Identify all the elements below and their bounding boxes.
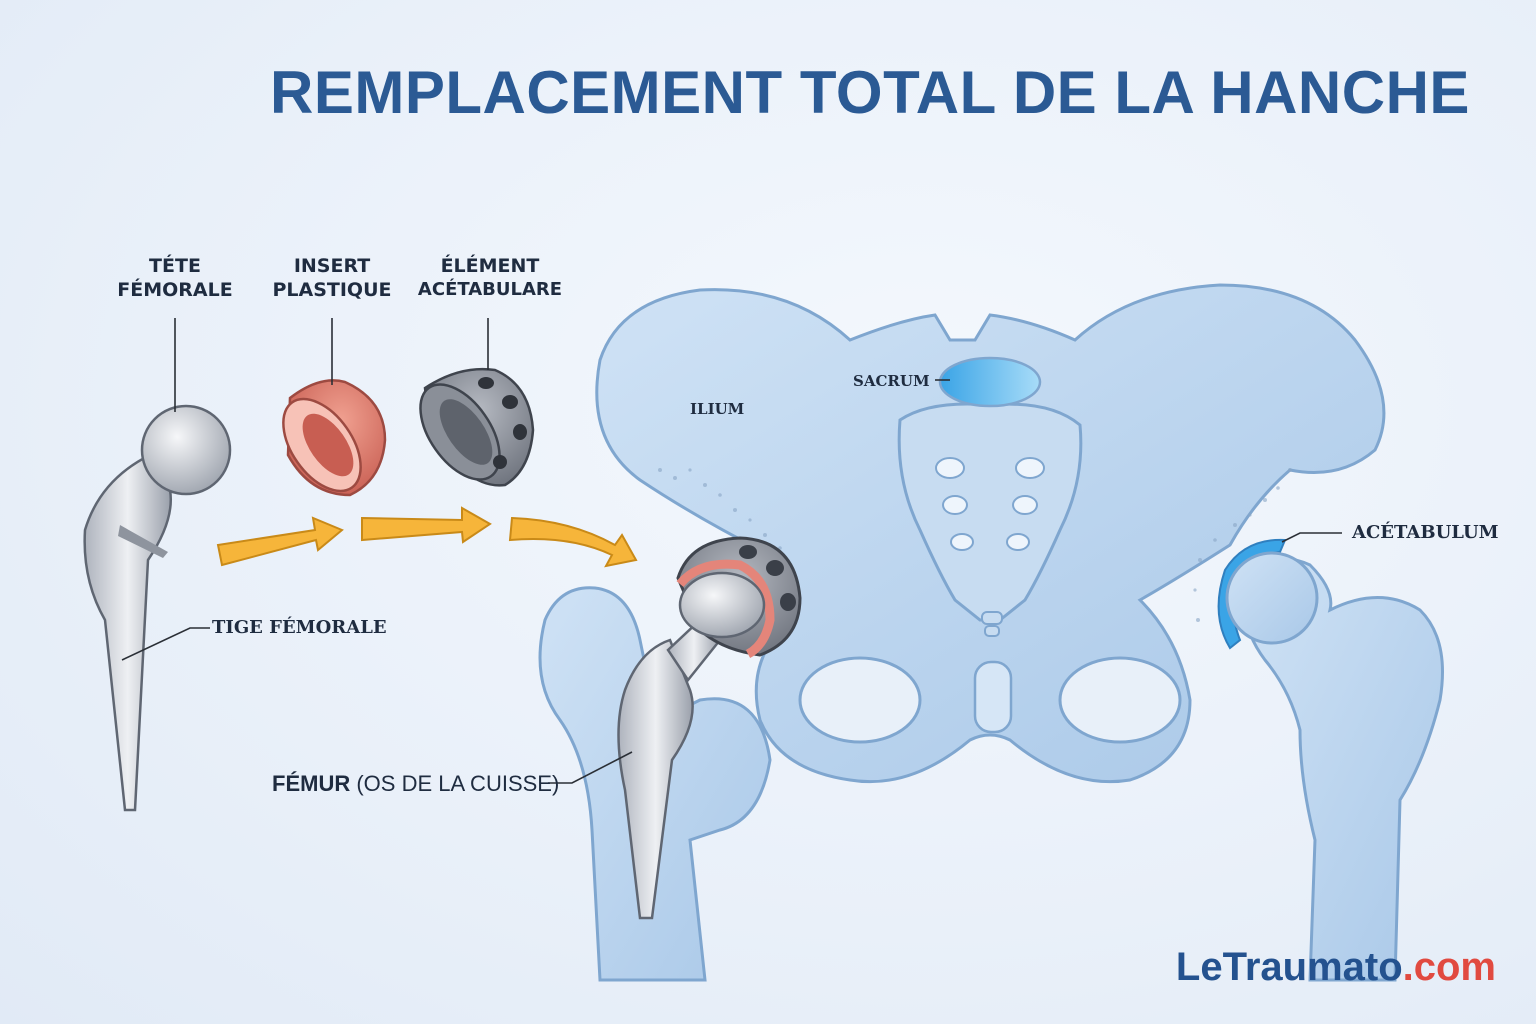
label-ilium: ILIUM	[690, 400, 744, 419]
label-element-acetabulaire: ÉLÉMENT ACÉTABULARE	[400, 254, 580, 301]
label-insert-plastique: INSERT PLASTIQUE	[262, 254, 402, 303]
label-sacrum: SACRUM	[853, 372, 930, 391]
label-tete-femorale: TÉTE FÉMORALE	[105, 254, 245, 303]
label-femur: FÉMUR (OS DE LA CUISSE)	[272, 770, 559, 798]
right-femoral-head	[1227, 553, 1317, 643]
assembly-arrows	[218, 508, 636, 566]
femoral-stem-component	[85, 455, 171, 810]
implanted-ball	[680, 573, 764, 637]
site-logo[interactable]: LeTraumato.com	[1176, 945, 1496, 990]
left-obturator-foramen	[800, 658, 920, 742]
coccyx	[982, 612, 1002, 636]
sacrum-top-cartilage	[940, 358, 1040, 406]
label-tige-femorale: TIGE FÉMORALE	[212, 616, 387, 639]
femoral-head-component	[142, 406, 230, 494]
label-acetabulum: ACÉTABULUM	[1352, 521, 1499, 544]
right-obturator-foramen	[1060, 658, 1180, 742]
pubic-symphysis	[975, 662, 1011, 732]
